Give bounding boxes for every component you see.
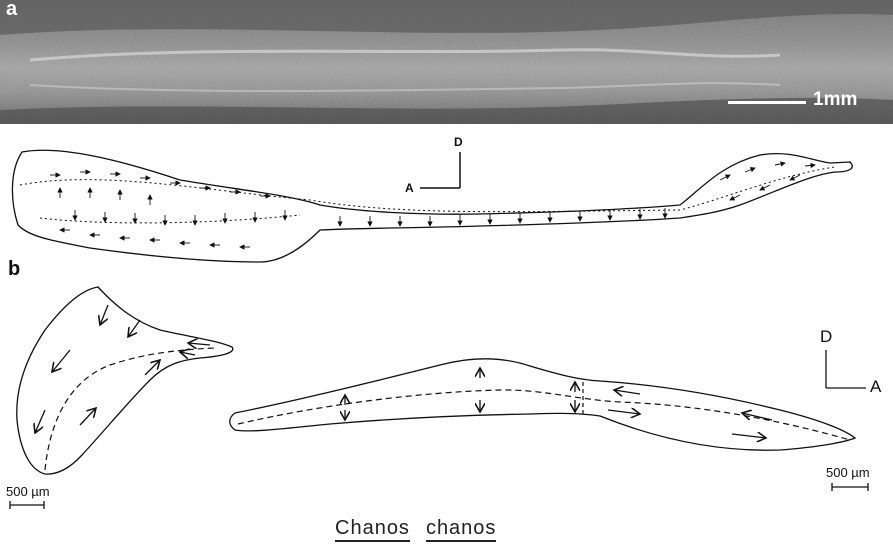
species-caption: Chanos chanos bbox=[335, 517, 512, 540]
axis-dorsal-a: D bbox=[454, 135, 463, 149]
outline-b-right bbox=[230, 359, 855, 450]
caption-genus: Chanos bbox=[335, 517, 410, 542]
axis-anterior-a: A bbox=[405, 181, 414, 195]
centerline-b-right bbox=[238, 390, 850, 440]
outline-a bbox=[12, 150, 852, 262]
scale-label-left: 500 µm bbox=[6, 484, 50, 499]
caption-species: chanos bbox=[426, 517, 497, 542]
scale-label-right: 500 µm bbox=[826, 465, 870, 480]
axis-anterior-b: A bbox=[870, 377, 881, 397]
centerline-b-left bbox=[45, 348, 215, 470]
panel-label-b: b bbox=[8, 258, 20, 281]
axis-dorsal-b: D bbox=[820, 327, 832, 347]
centerline-a2 bbox=[40, 215, 300, 223]
centerline-a bbox=[20, 167, 835, 212]
